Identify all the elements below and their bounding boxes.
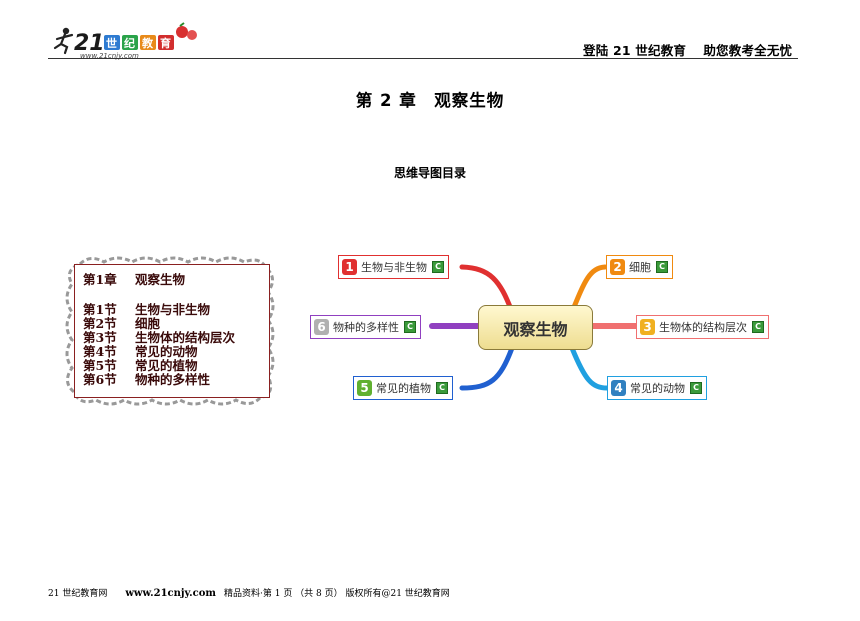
mindmap-center-node[interactable]: 观察生物 [478, 305, 593, 350]
toc-cloud-border [65, 256, 275, 406]
toc-section: 第2节 细胞 [83, 317, 160, 331]
toc-section: 第5节 常见的植物 [83, 359, 198, 373]
mindmap-node-6[interactable]: 6 物种的多样性 C [310, 315, 421, 339]
toc-chapter-number: 第1章 [83, 272, 117, 287]
content-icon[interactable]: C [436, 382, 448, 394]
toc-chapter-title: 观察生物 [135, 272, 186, 287]
content-icon[interactable]: C [404, 321, 416, 333]
toc-section-title: 常见的植物 [135, 358, 198, 373]
toc-section-title: 生物体的结构层次 [135, 330, 236, 345]
footer-site: 21 世纪教育网 [48, 589, 108, 599]
toc-section-title: 常见的动物 [135, 344, 198, 359]
chapter-title: 第 2 章 观察生物 [355, 91, 505, 110]
toc-section-number: 第6节 [83, 372, 117, 387]
toc-section: 第4节 常见的动物 [83, 345, 198, 359]
connector-1 [459, 264, 515, 315]
toc-section: 第3节 生物体的结构层次 [83, 331, 235, 345]
node-label: 常见的植物 [376, 382, 431, 395]
toc-section-title: 生物与非生物 [135, 302, 211, 317]
content-icon[interactable]: C [432, 261, 444, 273]
node-label: 物种的多样性 [333, 321, 399, 334]
header-divider [48, 58, 798, 59]
svg-text:世: 世 [106, 36, 117, 50]
connector-5 [459, 345, 515, 391]
toc-section: 第1节 生物与非生物 [83, 303, 210, 317]
node-number-badge: 5 [357, 380, 372, 396]
mindmap-heading: 思维导图目录 [393, 166, 466, 180]
mindmap-connectors [429, 264, 639, 391]
connector-2 [569, 264, 608, 315]
site-logo: 21 世 纪 教 育 www.21cnjy.com [52, 22, 202, 60]
toc-section-number: 第2节 [83, 316, 117, 331]
page-footer: 21 世纪教育网 www.21cnjy.com 精品资料·第 1 页 （共 8 页）… [48, 586, 450, 599]
mindmap-node-4[interactable]: 4 常见的动物 C [607, 376, 707, 400]
node-label: 生物与非生物 [361, 261, 427, 274]
footer-info: 精品资料·第 1 页 （共 8 页） 版权所有@21 世纪教育网 [224, 589, 450, 599]
logo-graphic: 21 世 纪 教 育 www.21cnjy.com [53, 22, 197, 60]
toc-section-number: 第4节 [83, 344, 117, 359]
toc-chapter: 第1章 观察生物 [83, 273, 185, 287]
content-icon[interactable]: C [752, 321, 764, 333]
toc-box: 第1章观察生物 第1节生物与非生物 第2节细胞 第3节生物体的结构层次 第4节常… [74, 264, 270, 398]
node-number-badge: 2 [610, 259, 625, 275]
mindmap-node-2[interactable]: 2 细胞 C [606, 255, 673, 279]
connector-4 [569, 345, 610, 391]
toc-section-number: 第1节 [83, 302, 117, 317]
svg-text:www.21cnjy.com: www.21cnjy.com [80, 52, 139, 60]
toc-section-title: 物种的多样性 [135, 372, 211, 387]
node-label: 常见的动物 [630, 382, 685, 395]
mindmap-node-3[interactable]: 3 生物体的结构层次 C [636, 315, 769, 339]
node-number-badge: 6 [314, 319, 329, 335]
svg-text:育: 育 [160, 36, 171, 50]
footer-url-link[interactable]: www.21cnjy.com [125, 588, 217, 599]
toc-section-number: 第3节 [83, 330, 117, 345]
mindmap-node-5[interactable]: 5 常见的植物 C [353, 376, 453, 400]
node-label: 细胞 [629, 261, 651, 274]
svg-text:21: 21 [74, 31, 105, 56]
content-icon[interactable]: C [690, 382, 702, 394]
node-number-badge: 4 [611, 380, 626, 396]
mindmap-node-1[interactable]: 1 生物与非生物 C [338, 255, 449, 279]
toc-section-number: 第5节 [83, 358, 117, 373]
content-icon[interactable]: C [656, 261, 668, 273]
toc-section-title: 细胞 [135, 316, 161, 331]
header-slogan: 登陆 21 世纪教育 助您教考全无忧 [583, 43, 793, 58]
node-number-badge: 3 [640, 319, 655, 335]
svg-text:纪: 纪 [124, 36, 135, 50]
node-label: 生物体的结构层次 [659, 321, 747, 334]
svg-text:教: 教 [141, 36, 154, 50]
toc-section: 第6节 物种的多样性 [83, 373, 210, 387]
node-number-badge: 1 [342, 259, 357, 275]
